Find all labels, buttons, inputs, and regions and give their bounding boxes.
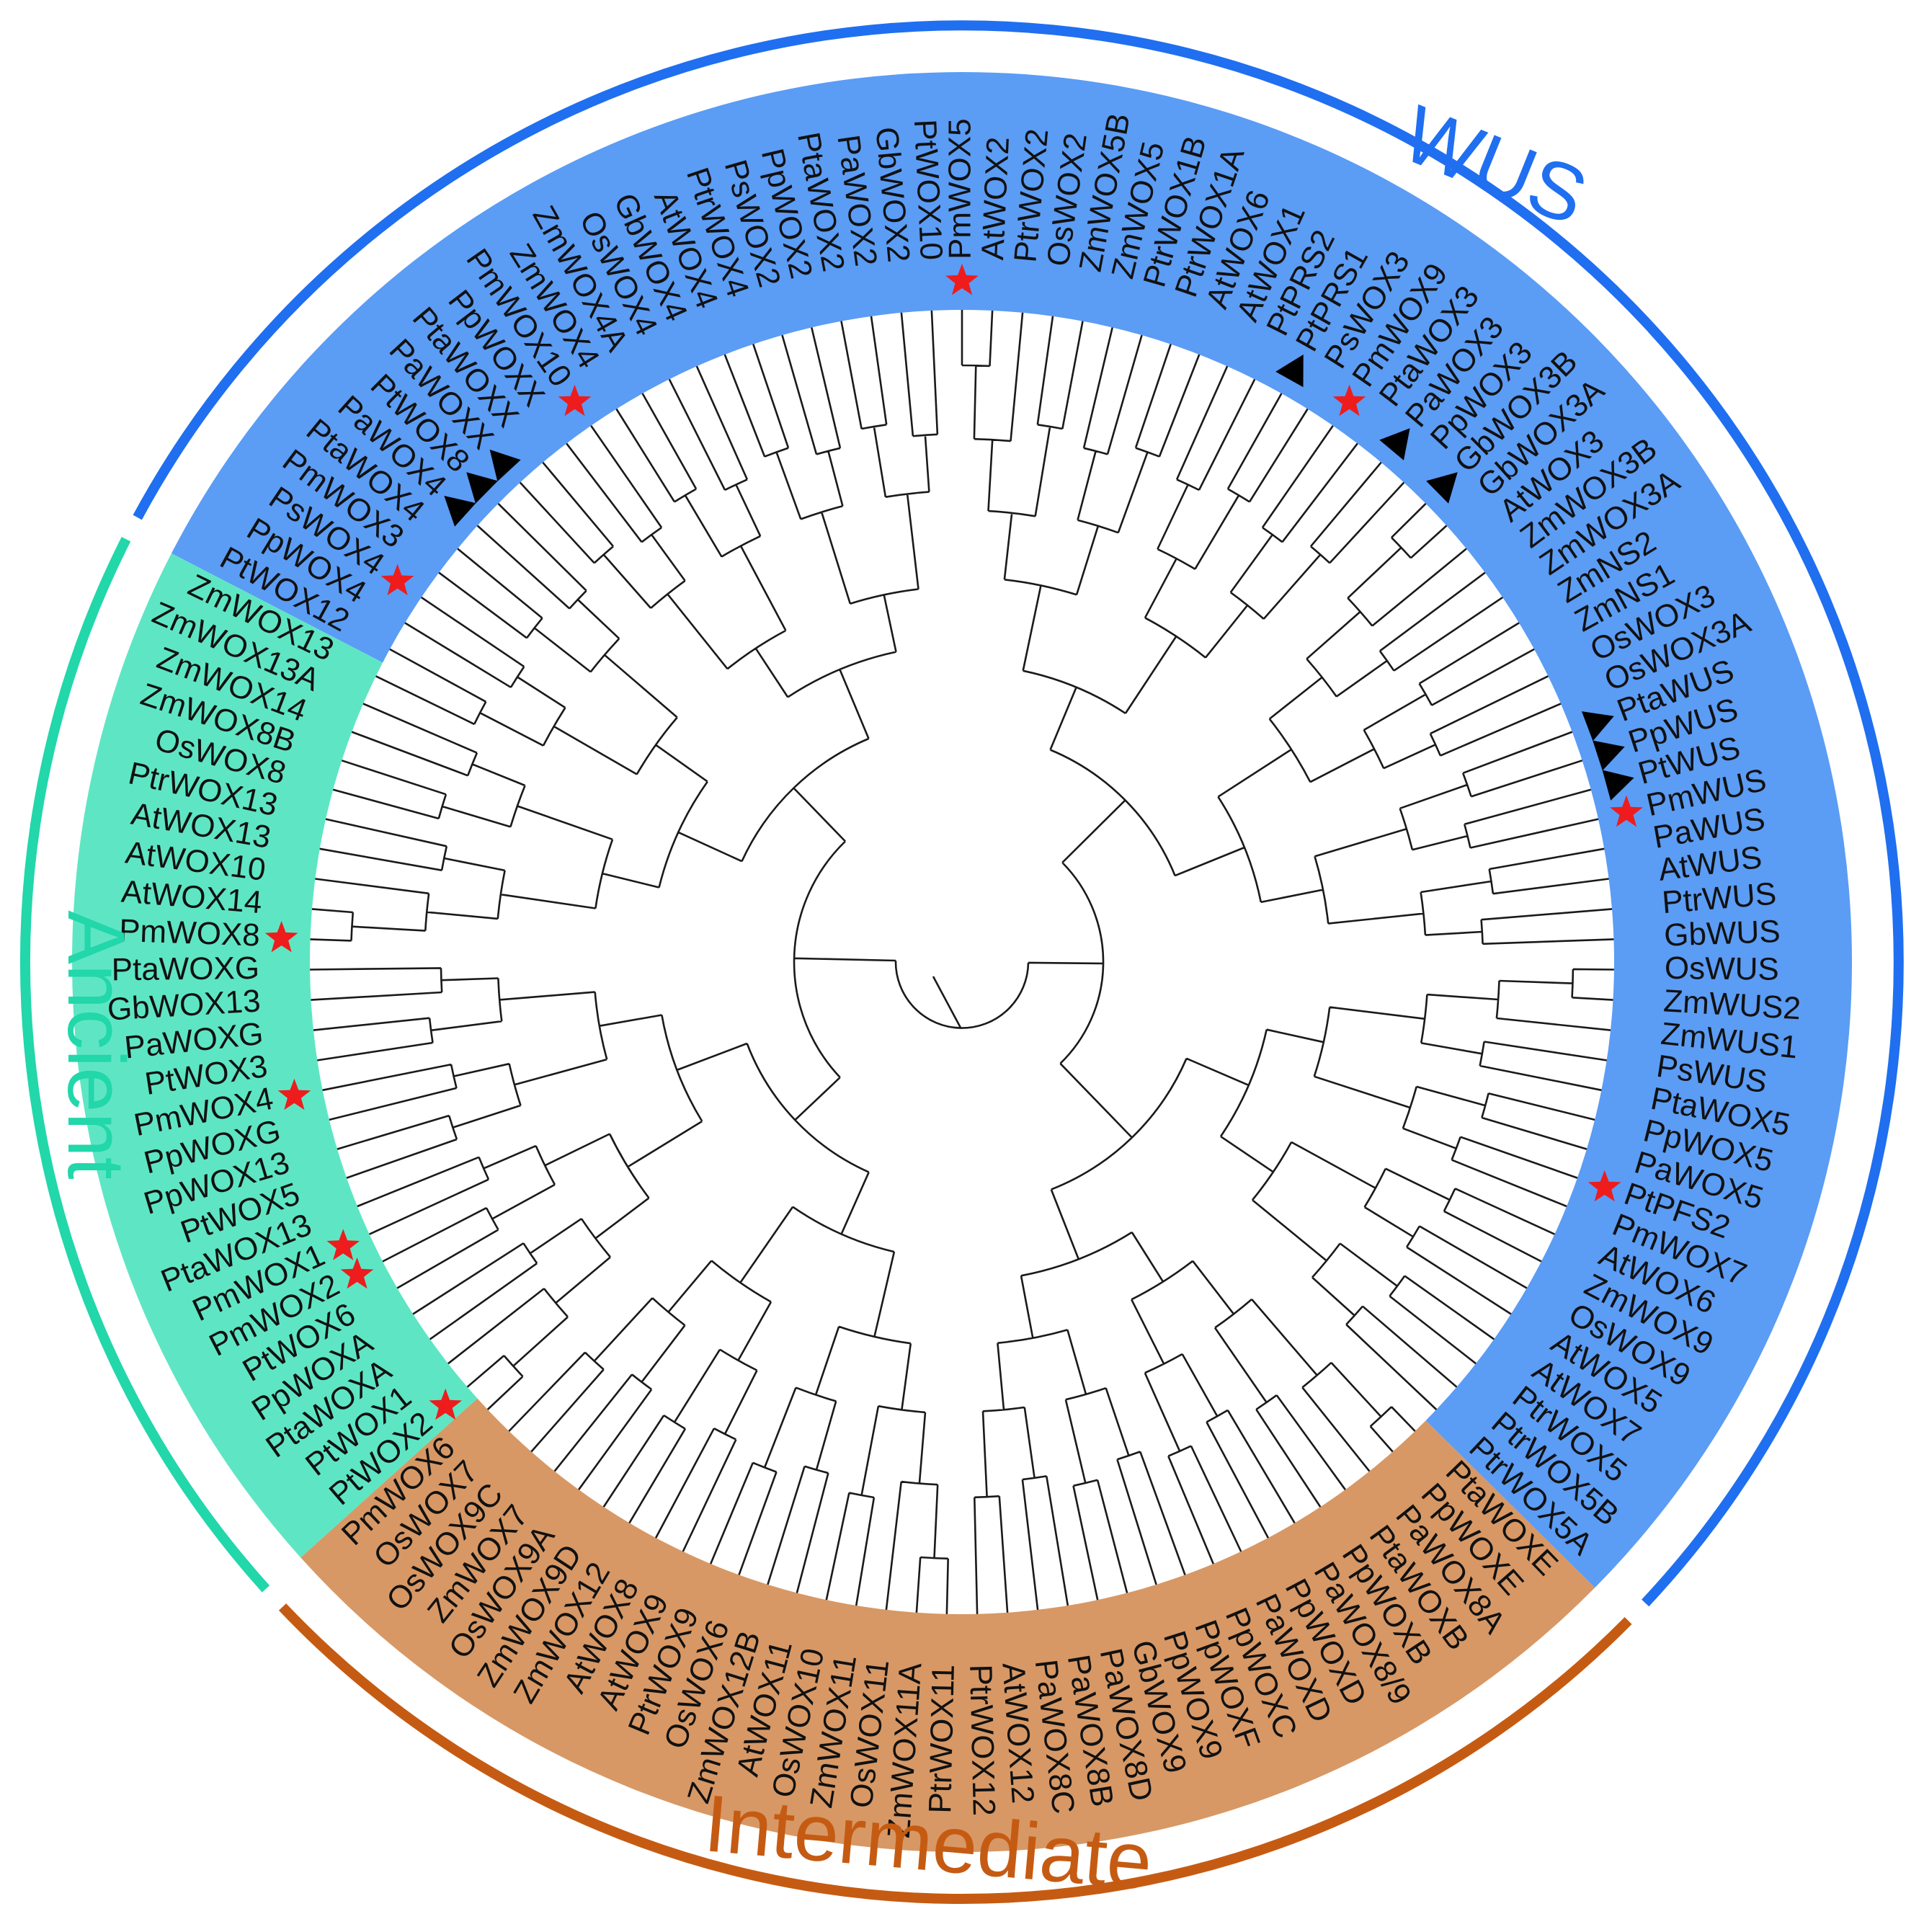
clade-arc-intermediate [278, 1603, 1632, 1904]
triangle-marker-icon [1275, 355, 1304, 388]
star-marker-icon [945, 264, 979, 295]
leaf-label-ptrwox11: PtrWOX11 [922, 1664, 961, 1814]
leaf-label-oswus: OsWUS [1665, 951, 1779, 987]
clade-arc-ancient [20, 537, 270, 1593]
leaf-label-zmwus2: ZmWUS2 [1662, 983, 1801, 1026]
leaf-label-ptwox10: PtWOX10 [907, 118, 949, 261]
triangle-marker-icon [1379, 428, 1410, 460]
star-marker-icon [558, 384, 592, 417]
leaf-label-gbwus: GbWUS [1663, 914, 1781, 953]
triangle-marker-icon [444, 495, 476, 527]
leaf-label-pmwox5: PmWOX5 [943, 118, 978, 259]
star-marker-icon [264, 921, 298, 953]
clade-sector-intermediate [300, 1398, 1595, 1852]
leaf-label-atwox2: AtWOX2 [975, 136, 1016, 261]
triangle-marker-icon [1426, 472, 1458, 504]
clade-sector-ancient [72, 553, 478, 1558]
star-marker-icon [1587, 1170, 1621, 1202]
star-marker-icon [429, 1388, 462, 1420]
triangle-marker-icon [489, 449, 521, 481]
star-marker-icon [380, 564, 414, 595]
leaf-label-pmwox8: PmWOX8 [118, 913, 260, 953]
triangle-marker-icon [466, 472, 498, 504]
clade-background-sectors [72, 72, 1852, 1852]
leaf-markers [264, 264, 1643, 1420]
star-marker-icon [1610, 795, 1643, 827]
leaf-label-ptrwox12: PtrWOX12 [963, 1664, 1002, 1816]
clade-label-ancient: Ancient [51, 910, 141, 1180]
triangle-marker-icon [1602, 770, 1634, 801]
tree-branches [310, 310, 1614, 1614]
clade-outer-arcs [20, 20, 1904, 1904]
branch-lines [310, 310, 1614, 1614]
star-marker-icon [277, 1078, 311, 1110]
clade-arc-wus [133, 20, 1904, 1607]
star-marker-icon [326, 1229, 360, 1260]
triangle-marker-icon [1593, 740, 1625, 771]
triangle-marker-icon [1581, 711, 1614, 742]
star-marker-icon [340, 1257, 374, 1289]
clade-sector-wus [171, 72, 1852, 1588]
star-marker-icon [1332, 384, 1366, 417]
leaf-label-ptawoxg: PtaWOXG [111, 951, 259, 987]
